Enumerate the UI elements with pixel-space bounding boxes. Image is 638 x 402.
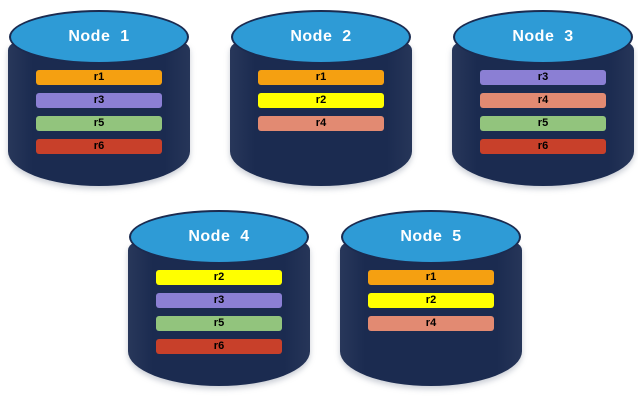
node-cylinder-top: Node 5 — [341, 210, 521, 264]
replica-bar-r2[interactable]: r2 — [258, 93, 384, 108]
replica-bar-r2[interactable]: r2 — [368, 293, 494, 308]
replica-label: r6 — [537, 140, 549, 152]
replica-bar-list: r3 r4 r5 r6 — [480, 70, 606, 162]
replica-bar-list: r2 r3 r5 r6 — [156, 270, 282, 362]
replica-label: r5 — [213, 317, 225, 329]
replica-bar-r4[interactable]: r4 — [368, 316, 494, 331]
database-node-3[interactable]: Node 3 r3 r4 r5 r6 — [452, 8, 634, 193]
replica-bar-r4[interactable]: r4 — [480, 93, 606, 108]
replica-bar-r6[interactable]: r6 — [480, 139, 606, 154]
replica-label: r3 — [537, 71, 549, 83]
replica-bar-r3[interactable]: r3 — [36, 93, 162, 108]
replica-label: r1 — [315, 71, 327, 83]
replica-bar-r3[interactable]: r3 — [156, 293, 282, 308]
database-node-1[interactable]: Node 1 r1 r3 r5 r6 — [8, 8, 190, 193]
replica-label: r2 — [213, 271, 225, 283]
replica-bar-list: r1 r3 r5 r6 — [36, 70, 162, 162]
replica-bar-r3[interactable]: r3 — [480, 70, 606, 85]
replica-bar-r5[interactable]: r5 — [36, 116, 162, 131]
replica-bar-r2[interactable]: r2 — [156, 270, 282, 285]
node-title: Node 4 — [188, 228, 250, 245]
replica-label: r4 — [425, 317, 437, 329]
replica-label: r1 — [425, 271, 437, 283]
replica-bar-r1[interactable]: r1 — [36, 70, 162, 85]
database-node-4[interactable]: Node 4 r2 r3 r5 r6 — [128, 208, 310, 393]
database-node-2[interactable]: Node 2 r1 r2 r4 — [230, 8, 412, 193]
replica-bar-list: r1 r2 r4 — [368, 270, 494, 339]
database-node-5[interactable]: Node 5 r1 r2 r4 — [340, 208, 522, 393]
replica-label: r4 — [537, 94, 549, 106]
node-cylinder-top: Node 3 — [453, 10, 633, 64]
replica-bar-list: r1 r2 r4 — [258, 70, 384, 139]
node-title: Node 2 — [290, 28, 352, 45]
replica-label: r2 — [315, 94, 327, 106]
replica-label: r1 — [93, 71, 105, 83]
replica-label: r3 — [93, 94, 105, 106]
node-title: Node 3 — [512, 28, 574, 45]
node-title: Node 5 — [400, 228, 462, 245]
replica-label: r4 — [315, 117, 327, 129]
replica-label: r5 — [93, 117, 105, 129]
node-cylinder-top: Node 4 — [129, 210, 309, 264]
node-cylinder-top: Node 1 — [9, 10, 189, 64]
replica-bar-r4[interactable]: r4 — [258, 116, 384, 131]
replica-label: r2 — [425, 294, 437, 306]
node-title: Node 1 — [68, 28, 130, 45]
replica-bar-r1[interactable]: r1 — [368, 270, 494, 285]
replica-label: r5 — [537, 117, 549, 129]
replica-label: r3 — [213, 294, 225, 306]
replica-label: r6 — [93, 140, 105, 152]
replica-bar-r5[interactable]: r5 — [156, 316, 282, 331]
node-cylinder-top: Node 2 — [231, 10, 411, 64]
replica-bar-r5[interactable]: r5 — [480, 116, 606, 131]
replica-bar-r6[interactable]: r6 — [156, 339, 282, 354]
replica-bar-r1[interactable]: r1 — [258, 70, 384, 85]
replica-bar-r6[interactable]: r6 — [36, 139, 162, 154]
replica-label: r6 — [213, 340, 225, 352]
